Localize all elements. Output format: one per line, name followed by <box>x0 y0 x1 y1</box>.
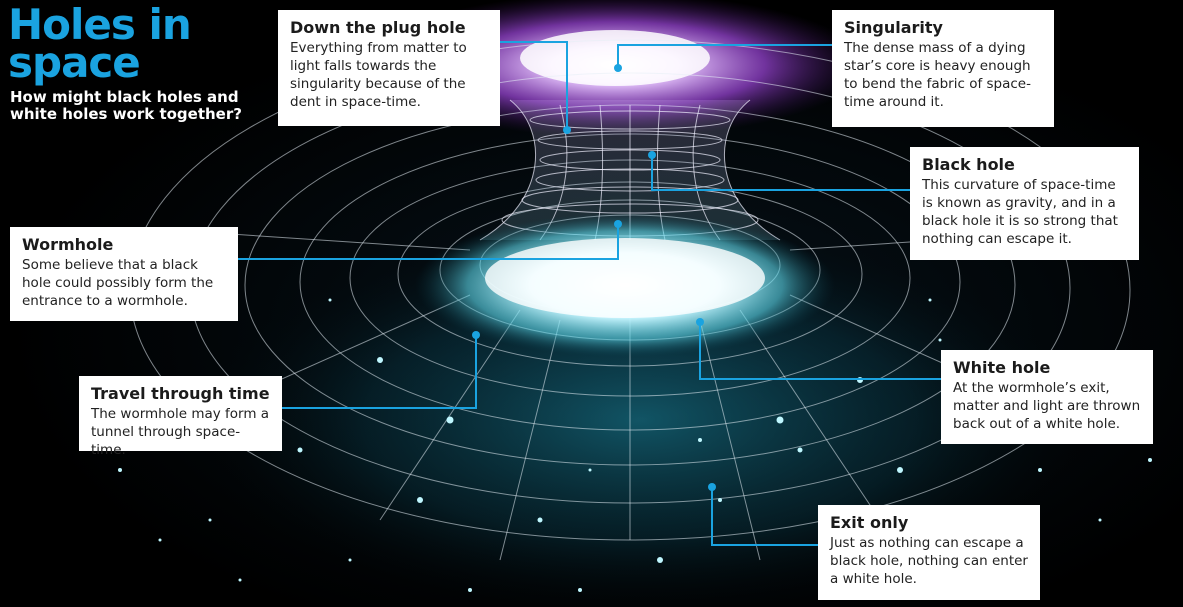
callout-white-hole: White hole At the wormhole’s exit, matte… <box>941 350 1153 444</box>
callout-singularity: Singularity The dense mass of a dying st… <box>832 10 1054 127</box>
page-subtitle: How might black holes and white holes wo… <box>10 88 242 123</box>
leader-lines <box>238 41 941 546</box>
callout-text: Some believe that a black hole could pos… <box>22 257 214 309</box>
callout-text: At the wormhole’s exit, matter and light… <box>953 380 1141 432</box>
callout-text: Everything from matter to light falls to… <box>290 40 467 110</box>
leader-whitehole <box>699 322 941 380</box>
title-line-2: space <box>8 38 141 87</box>
callout-title: White hole <box>953 358 1051 377</box>
callout-title: Down the plug hole <box>290 18 466 37</box>
page-title: Holes in space <box>8 4 192 84</box>
white-hole-core <box>485 238 765 318</box>
callout-title: Wormhole <box>22 235 114 254</box>
leader-singularity <box>617 44 832 68</box>
leader-plug <box>500 41 568 130</box>
leader-blackhole <box>651 155 910 191</box>
leader-dots <box>472 64 716 491</box>
callout-black-hole: Black hole This curvature of space-time … <box>910 147 1139 260</box>
callout-exit-only: Exit only Just as nothing can escape a b… <box>818 505 1040 600</box>
callout-title: Singularity <box>844 18 943 37</box>
callout-text: The dense mass of a dying star’s core is… <box>844 40 1031 110</box>
leader-wormhole <box>238 224 619 260</box>
galaxy-core <box>520 30 710 86</box>
title-line-1: Holes in <box>8 0 192 49</box>
wormhole-funnel <box>479 99 781 241</box>
callout-travel-through-time: Travel through time The wormhole may for… <box>79 376 282 458</box>
callout-title: Travel through time <box>91 384 270 403</box>
leader-exit <box>711 487 818 546</box>
leader-travel <box>282 335 477 409</box>
callout-text: Just as nothing can escape a black hole,… <box>830 535 1028 587</box>
callout-text: The wormhole may form a tunnel through s… <box>91 406 270 458</box>
callout-plug-hole: Down the plug hole Everything from matte… <box>278 10 500 126</box>
callout-wormhole: Wormhole Some believe that a black hole … <box>10 227 238 321</box>
callout-title: Exit only <box>830 513 909 532</box>
callout-title: Black hole <box>922 155 1015 174</box>
callout-text: This curvature of space-time is known as… <box>922 177 1118 247</box>
